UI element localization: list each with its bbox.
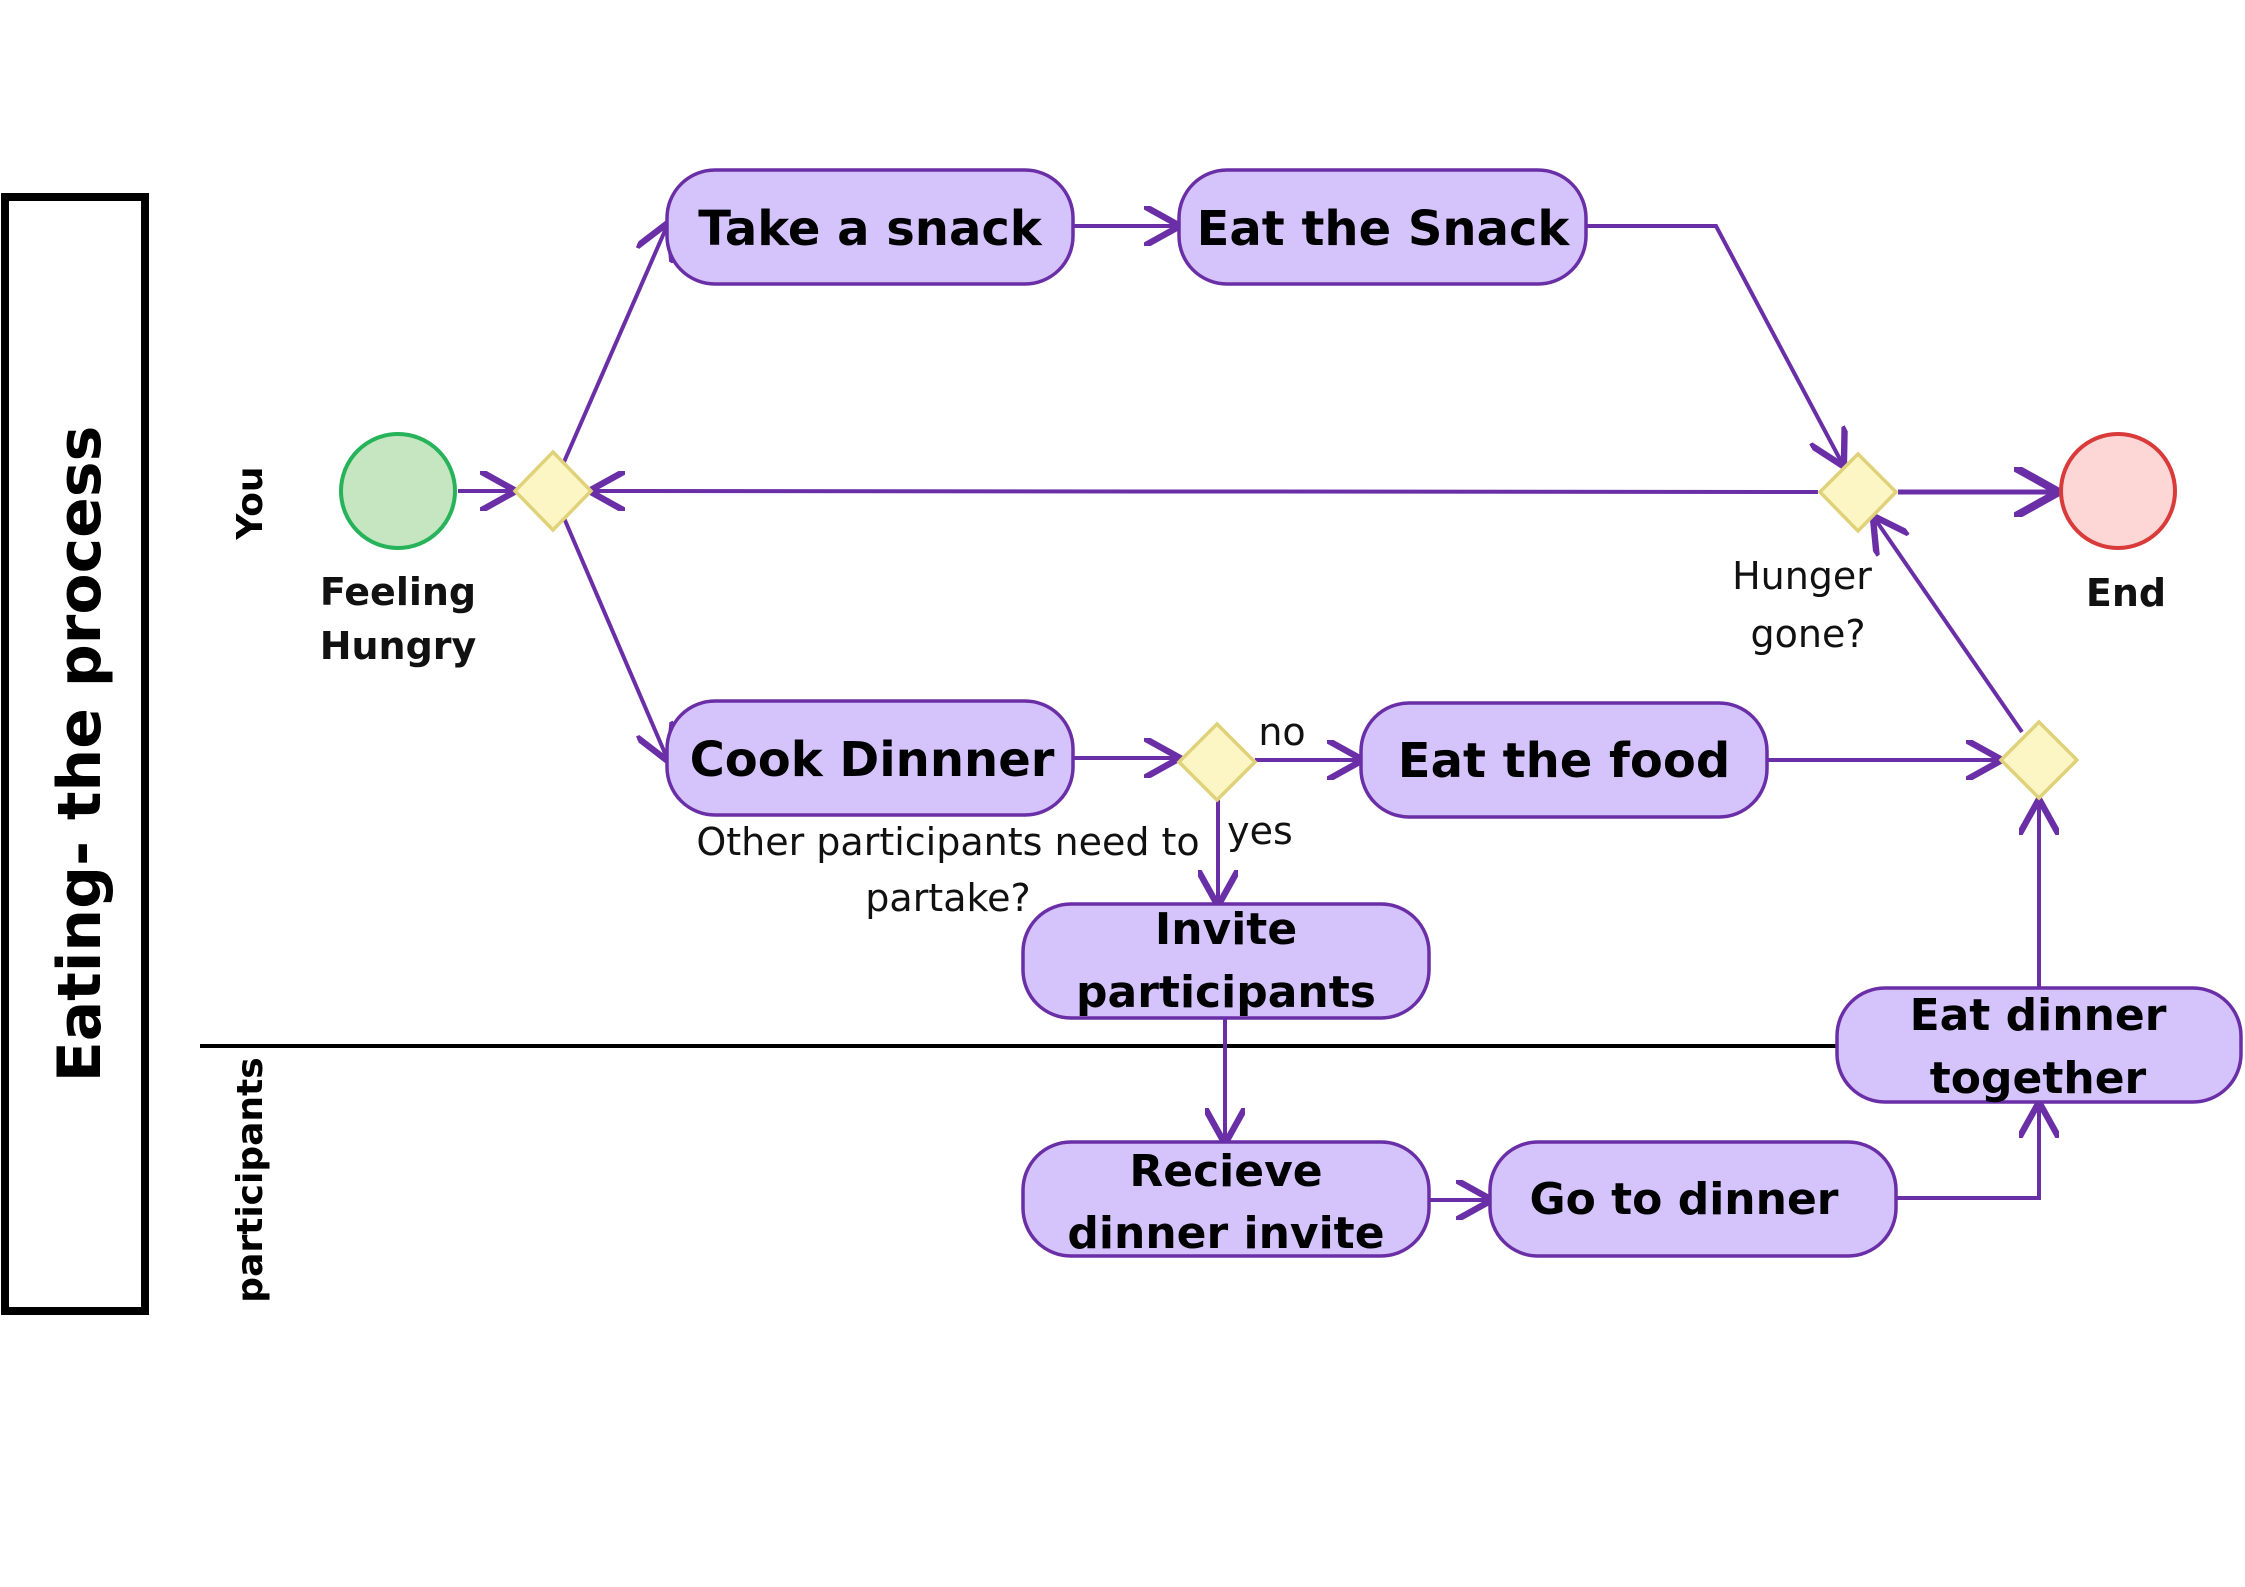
task-receive-label-line1: Recieve xyxy=(1129,1146,1322,1197)
task-take-snack-label: Take a snack xyxy=(698,201,1043,257)
flow-gateway-to-snack xyxy=(562,226,667,463)
task-receive-label-line2: dinner invite xyxy=(1067,1208,1384,1259)
start-event xyxy=(339,432,457,550)
task-eat-snack: Eat the Snack xyxy=(1177,168,1588,286)
other-participants-label-line2: partake? xyxy=(865,876,1030,920)
flow-gateway-to-cook xyxy=(562,517,667,758)
flow-merge-to-hunger xyxy=(1875,519,2024,734)
task-go-to-dinner: Go to dinner xyxy=(1488,1140,1898,1258)
no-label: no xyxy=(1258,710,1305,754)
start-label-line2: Hungry xyxy=(320,624,477,668)
task-eat-dinner-together: Eat dinner together xyxy=(1835,986,2243,1104)
flow-eatsnack-to-hunger xyxy=(1586,224,1842,463)
task-eat-together-label-line2: together xyxy=(1930,1053,2147,1104)
flow-godinner-to-eattogether xyxy=(1896,1106,2039,1200)
end-event xyxy=(2059,432,2177,550)
task-invite-participants: Invite participants xyxy=(1021,902,1431,1020)
start-label-line1: Feeling xyxy=(320,570,476,614)
merge-gateway xyxy=(1998,719,2080,801)
diagram-title: Eating- the process xyxy=(45,426,115,1083)
task-cook-dinner-label: Cook Dinnner xyxy=(690,732,1055,788)
flow-hunger-back-to-gateway xyxy=(593,491,1819,492)
participants-gateway xyxy=(1176,721,1258,803)
lane-participants-label: participants xyxy=(230,1057,271,1302)
end-label: End xyxy=(2086,571,2166,615)
task-receive-invite: Recieve dinner invite xyxy=(1021,1140,1431,1259)
hunger-gone-label-line1: Hunger xyxy=(1732,554,1872,598)
hunger-gone-label-line2: gone? xyxy=(1750,612,1865,656)
task-cook-dinner: Cook Dinnner xyxy=(665,699,1075,817)
task-eat-food-label: Eat the food xyxy=(1398,733,1730,789)
start-gateway xyxy=(512,449,594,533)
task-invite-label-line2: participants xyxy=(1076,967,1376,1018)
task-eat-food: Eat the food xyxy=(1359,701,1769,819)
other-participants-label-line1: Other participants need to xyxy=(696,820,1199,864)
task-take-snack: Take a snack xyxy=(665,168,1075,286)
task-eat-together-label-line1: Eat dinner xyxy=(1910,990,2167,1041)
task-eat-snack-label: Eat the Snack xyxy=(1197,201,1571,257)
title-frame xyxy=(1,193,149,1315)
hunger-gone-gateway xyxy=(1817,451,1899,534)
lane-you-label: You xyxy=(230,466,271,540)
yes-label: yes xyxy=(1227,809,1293,853)
task-invite-label-line1: Invite xyxy=(1155,904,1297,955)
task-go-dinner-label: Go to dinner xyxy=(1529,1174,1838,1225)
